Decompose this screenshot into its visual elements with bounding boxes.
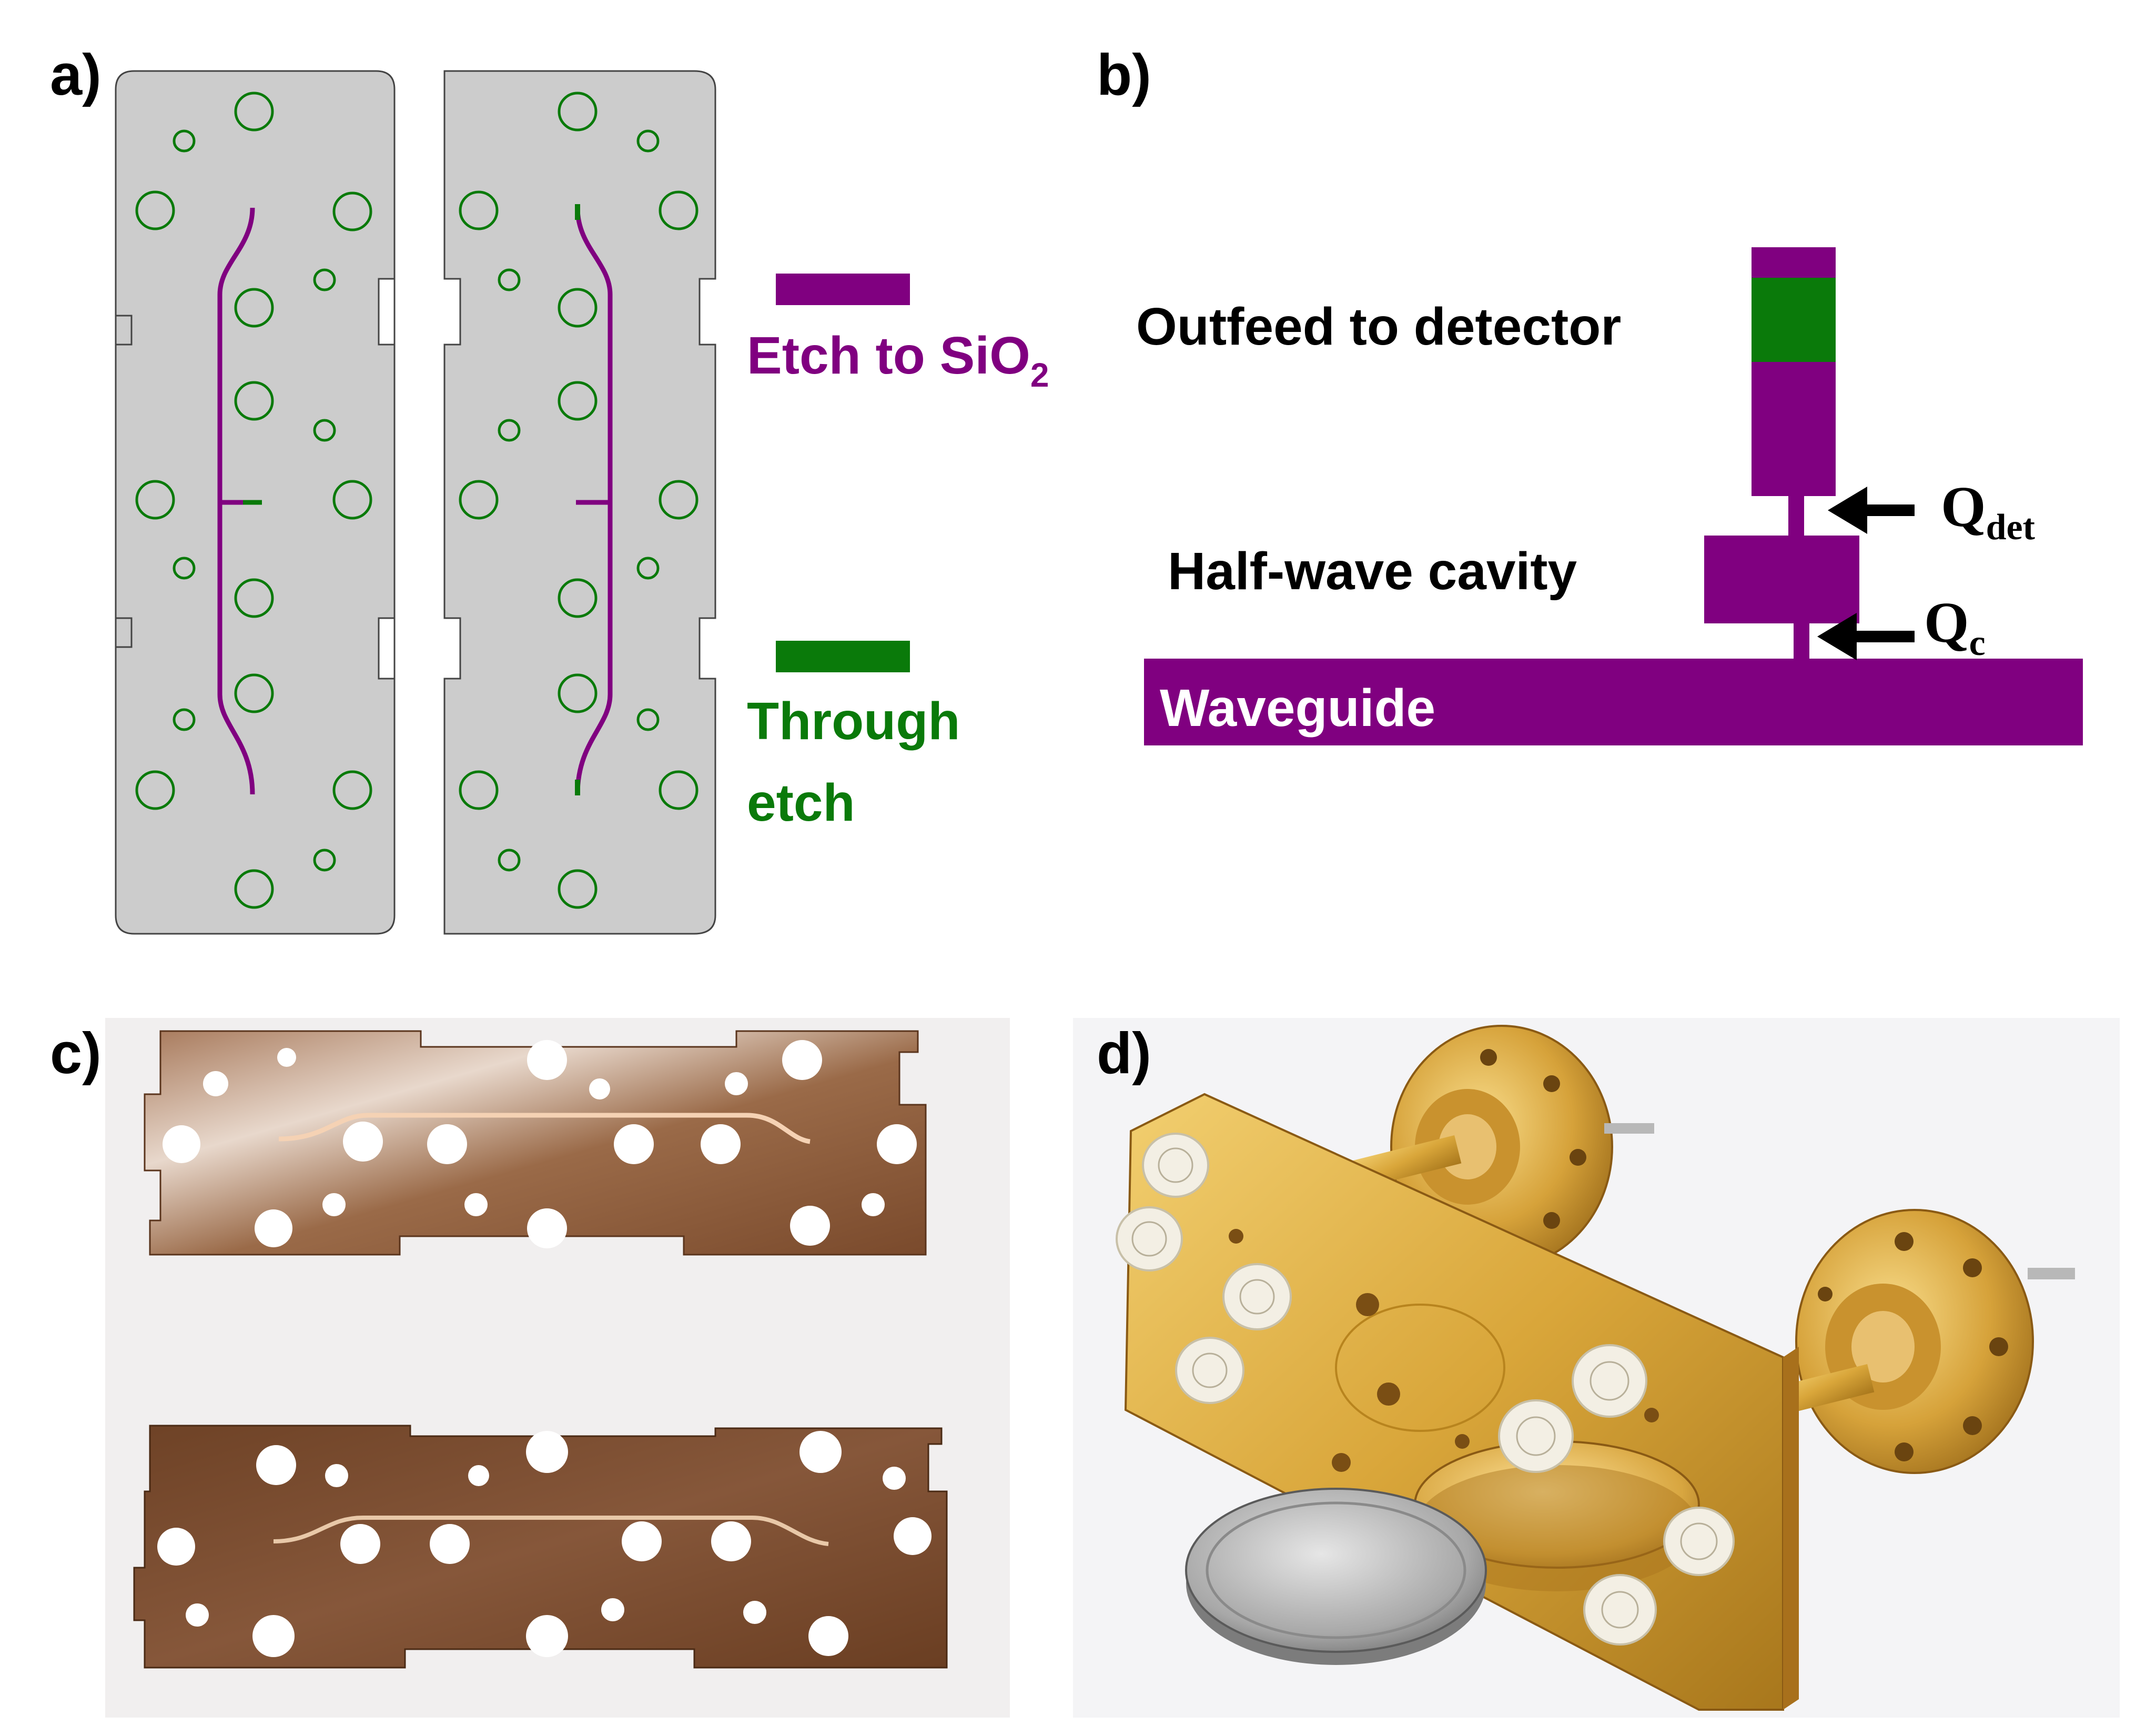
panel-d: d) bbox=[1073, 1018, 2120, 1718]
legend-through-swatch bbox=[776, 641, 910, 672]
q-det-label: Qdet bbox=[1941, 475, 2035, 548]
hole bbox=[332, 770, 372, 810]
panel-b: b) Outfeed to detector Half-wave cavity … bbox=[1097, 43, 2083, 745]
hole bbox=[313, 849, 336, 872]
hole bbox=[558, 578, 598, 618]
legend-through-label-line2: etch bbox=[747, 773, 855, 832]
panel-d-label: d) bbox=[1097, 1021, 1151, 1086]
outfeed-label: Outfeed to detector bbox=[1136, 297, 1621, 356]
hole bbox=[332, 191, 372, 231]
hole bbox=[173, 708, 196, 731]
legend-etch-swatch bbox=[776, 274, 910, 305]
hole bbox=[234, 381, 274, 421]
waveguide-label: Waveguide bbox=[1160, 679, 1435, 738]
c-coupling-neck bbox=[1794, 623, 1809, 659]
hole bbox=[173, 129, 196, 153]
hole bbox=[659, 190, 698, 230]
panel-c: c) bbox=[50, 1018, 1010, 1718]
det-coupling-neck bbox=[1788, 496, 1804, 536]
waveguide-trace-right bbox=[575, 207, 613, 795]
hole bbox=[558, 92, 598, 132]
hole bbox=[234, 288, 274, 328]
cavity-label: Half-wave cavity bbox=[1168, 542, 1577, 601]
hole bbox=[135, 190, 175, 230]
through-etch-holes-left bbox=[135, 92, 372, 909]
arrow-q-det bbox=[1828, 487, 1915, 534]
photo-c-plate-top bbox=[144, 1030, 927, 1256]
hole bbox=[498, 419, 521, 442]
hole bbox=[234, 92, 274, 132]
hole bbox=[234, 578, 274, 618]
hole bbox=[659, 480, 698, 520]
hole bbox=[313, 419, 336, 442]
panel-c-label: c) bbox=[50, 1021, 102, 1086]
hole bbox=[135, 770, 175, 810]
legend-through-label-line1: Through bbox=[747, 692, 960, 751]
hole bbox=[558, 288, 598, 328]
hole bbox=[498, 268, 521, 291]
hole bbox=[332, 480, 372, 520]
nylon-screw-caps bbox=[1131, 1147, 1718, 1629]
plate-left-notch-right bbox=[378, 278, 396, 680]
hole bbox=[498, 849, 521, 872]
hole bbox=[173, 557, 196, 580]
hole bbox=[636, 129, 660, 153]
panel-a-label: a) bbox=[50, 43, 102, 107]
coin-dime bbox=[1185, 1488, 1487, 1665]
waveguide-trace-left bbox=[217, 207, 255, 795]
arrow-q-c bbox=[1817, 613, 1915, 660]
hole bbox=[135, 480, 175, 520]
hole bbox=[636, 708, 660, 731]
panel-a: a) bbox=[50, 43, 1049, 935]
outfeed-detector-through bbox=[1752, 278, 1836, 362]
q-c-label: Qc bbox=[1924, 590, 1986, 663]
outfeed-top-etch bbox=[1752, 247, 1836, 278]
waveguide-bar bbox=[1144, 659, 2083, 745]
hole bbox=[558, 381, 598, 421]
hole bbox=[558, 673, 598, 713]
hole bbox=[313, 268, 336, 291]
half-wave-cavity bbox=[1704, 536, 1859, 623]
hole bbox=[234, 673, 274, 713]
hole bbox=[459, 190, 499, 230]
through-etch-holes-right bbox=[459, 92, 698, 909]
photo-c-plate-bottom bbox=[133, 1425, 948, 1669]
nylon-screws bbox=[1116, 1133, 1735, 1646]
hole bbox=[459, 770, 499, 810]
hole bbox=[659, 770, 698, 810]
hole bbox=[234, 869, 274, 909]
hole bbox=[558, 869, 598, 909]
legend-etch-label: Etch to SiO2 bbox=[747, 326, 1049, 394]
panel-b-label: b) bbox=[1097, 43, 1151, 107]
hole bbox=[636, 557, 660, 580]
hole bbox=[459, 480, 499, 520]
outfeed-lower-etch bbox=[1752, 362, 1836, 496]
